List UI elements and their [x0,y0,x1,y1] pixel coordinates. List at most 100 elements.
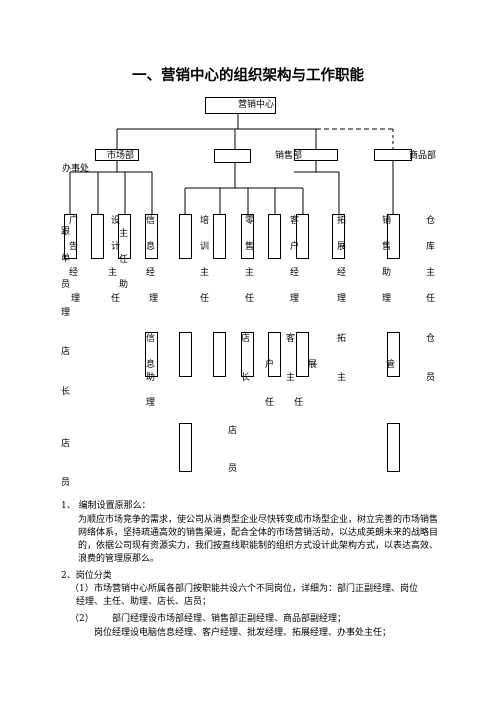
dept-box-shichang [95,149,139,161]
role-box-13 [179,332,192,377]
root-label: 营销中心 [238,100,275,110]
row3-cell-5: 主 [245,268,255,278]
role-box-19 [179,423,192,472]
section1-body: 为顺应市场竞争的需求，使公司从消费型企业尽快转变成市场型企业，树立完善的市场销售… [78,515,439,564]
role-box-9 [296,214,309,259]
row4-cell-2: 任 [111,294,121,304]
row5-cell-3: 客 [286,334,296,344]
role-box-1 [64,214,77,259]
row2-left: 单 [61,254,71,264]
row5-cell-1: 信 [146,334,156,344]
row1-cell-5: 零 [245,216,255,226]
row1-extra-zhu: 主 [119,229,129,239]
row3-cell-2: 主 [108,268,118,278]
row2-cell-3: 息 [146,242,156,252]
row8-cell-1: 理 [146,398,156,408]
role-box-6 [213,214,226,259]
role-box-8 [268,214,281,259]
role-box-20 [387,423,400,472]
row2-cell-1: 告 [69,242,79,252]
row2-cell-9: 库 [426,242,436,252]
dept-label-shangpin: 商品部 [409,151,437,161]
row9-center: 店 [228,426,238,436]
role-box-2 [91,214,104,259]
row3-cell-7: 经 [337,268,347,278]
row1-cell-4: 培 [200,216,210,226]
row6-cell-1: 息 [146,360,156,370]
row7-cell-5: 员 [426,373,436,383]
row4-cell-8: 理 [382,294,392,304]
row2-cell-2: 计 [111,242,121,252]
row10-left: 员 [61,478,71,488]
role-box-12 [145,332,158,377]
row4-cell-3: 理 [149,294,159,304]
row1-cell-3: 信 [146,216,156,226]
row1-cell-6: 客 [290,216,300,226]
row1-cell-1: 广 [69,216,79,226]
row5-cell-4: 拓 [337,334,347,344]
item2-number: （2） [70,614,94,624]
row3-cell-1: 经 [69,268,79,278]
row4-cell-4: 任 [200,294,210,304]
role-box-10 [332,214,345,259]
item1-text: 市场营销中心所属各部门按职能共设六个不同岗位，详细为：部门正副经理、岗位经理、主… [76,584,419,607]
row3-cell-6: 经 [290,268,300,278]
item2-line2: 岗位经理设电脑信息经理、客户经理、批发经理、拓展经理、办事处主任； [94,628,392,638]
row3-extra-zhu: 助 [119,280,129,290]
role-box-4 [145,214,158,259]
section2-title: 2、岗位分类 [61,571,112,581]
row3-cell-4: 主 [200,268,210,278]
row2-cell-7: 展 [337,242,347,252]
row2-cell-4: 训 [200,242,210,252]
row7-left: 长 [61,387,71,397]
row2-cell-5: 售 [245,242,255,252]
item1-number: （1） [70,584,94,594]
role-box-11 [387,214,400,259]
row1-left: 跟 [61,227,71,237]
row7-cell-4: 主 [337,373,347,383]
row8-cell-3: 任 [294,398,304,408]
dept-label-shichang: 市场部 [107,151,135,161]
row4-left: 理 [61,308,71,318]
role-box-5 [179,214,192,259]
section1-title: 1、 编制设置原那么： [61,501,151,511]
row7-cell-3: 主 [286,373,296,383]
row1-cell-7: 拓 [337,216,347,226]
row7-cell-2: 长 [241,373,251,383]
row7-cell-1: 助 [146,373,156,383]
role-box-15 [241,332,254,377]
row3-cell-8: 助 [382,268,392,278]
role-box-14 [213,332,226,377]
dept-box-xiaoshou [294,149,338,161]
row4-cell-5: 任 [245,294,255,304]
row3-cell-9: 主 [426,268,436,278]
dept-label-banshichu: 办事处 [62,164,90,174]
row6-cell-3: 展 [308,360,318,370]
row4-cell-1: 理 [71,294,81,304]
row2-cell-6: 户 [290,242,300,252]
row6-cell-2: 户 [265,360,275,370]
row4-cell-7: 理 [337,294,347,304]
row1-cell-2: 设 [111,216,121,226]
row3-cell-3: 经 [146,268,156,278]
row10-center: 员 [228,464,238,474]
row5-cell-2: 店 [241,334,251,344]
row9-left: 店 [61,439,71,449]
page-title: 一、营销中心的组织架构与工作职能 [132,68,364,84]
row5-cell-5: 仓 [426,334,436,344]
role-box-7 [241,214,254,259]
role-box-17 [296,332,309,377]
dept-box-center [214,149,251,163]
role-box-3 [118,214,131,259]
root-box-yingxiao-center [205,97,276,114]
row1-cell-9: 仓 [426,216,436,226]
item2-text: 部门经理设市场部经理、销售部正副经理、商品部副经理； [112,614,347,624]
row2-cell-8: 售 [382,242,392,252]
role-box-16 [268,332,281,377]
row3-left: 员 [61,280,71,290]
row2-extra-ren: 任 [119,255,129,265]
row6-cell-4: 管 [386,360,396,370]
row4-cell-9: 任 [426,294,436,304]
row1-cell-8: 销 [382,216,392,226]
